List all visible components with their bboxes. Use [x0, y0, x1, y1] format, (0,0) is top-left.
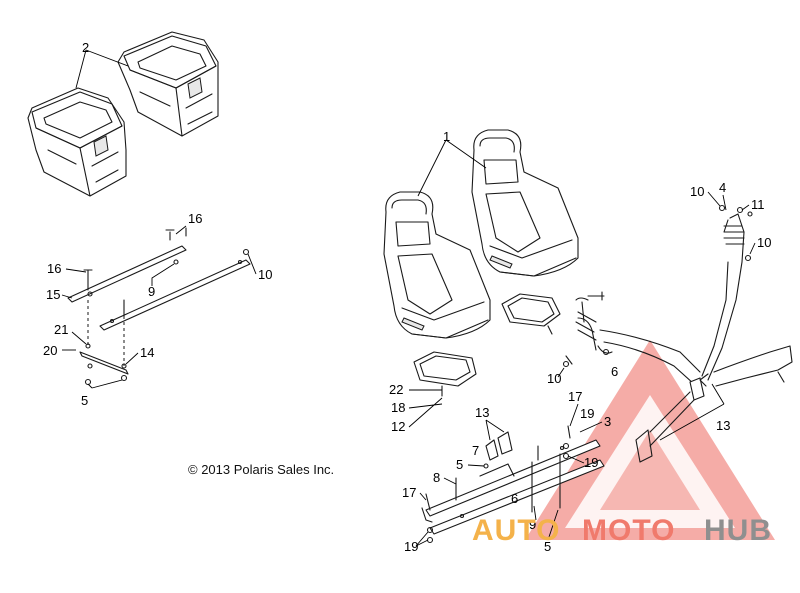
callout-15: 15: [46, 287, 60, 302]
callout-10-mid: 10: [547, 371, 561, 386]
lower-rail-assembly: [415, 425, 605, 547]
callout-1-leaders: [417, 139, 487, 197]
callout-17-lower: 17: [402, 485, 416, 500]
callout-17-upper: 17: [568, 389, 582, 404]
callout-3: 3: [604, 414, 611, 429]
seat-right: [471, 129, 579, 277]
callout-11: 11: [751, 197, 765, 212]
callout-2-leaders: [75, 49, 129, 89]
storage-box-left: [27, 87, 127, 197]
callout-21: 21: [54, 322, 68, 337]
callout-10-right: 10: [757, 235, 771, 250]
callout-6-upper: 6: [611, 364, 618, 379]
callout-19-lower: 19: [404, 539, 418, 554]
callout-16-upper: 16: [188, 211, 202, 226]
watermark-moto: MOTO: [582, 514, 675, 547]
callout-9-left: 9: [148, 284, 155, 299]
callout-5-left: 5: [81, 393, 88, 408]
callout-13-right: 13: [716, 418, 730, 433]
seat-left: [383, 191, 491, 339]
callout-19-mid: 19: [584, 455, 598, 470]
callout-12: 12: [391, 419, 405, 434]
callout-10-top: 10: [690, 184, 704, 199]
callout-5-mid: 5: [456, 457, 463, 472]
left-rail-assembly: [67, 227, 251, 389]
callout-20: 20: [43, 343, 57, 358]
callout-4: 4: [719, 180, 726, 195]
callout-8: 8: [433, 470, 440, 485]
callout-5-lower: 5: [544, 539, 551, 554]
watermark-text: AUTO MOTO HUB: [472, 514, 772, 547]
callout-19-upper: 19: [580, 406, 594, 421]
seat-belt-assembly: [562, 204, 793, 463]
callout-14: 14: [140, 345, 154, 360]
callout-leaders: [61, 191, 756, 541]
callout-13-left: 13: [475, 405, 489, 420]
callout-10-left: 10: [258, 267, 272, 282]
storage-box-right: [117, 31, 219, 137]
seat-plate-upper: [501, 293, 561, 335]
callout-18: 18: [391, 400, 405, 415]
copyright-notice: © 2013 Polaris Sales Inc.: [188, 462, 334, 477]
callout-22: 22: [389, 382, 403, 397]
callout-16-left: 16: [47, 261, 61, 276]
seat-plate-lower: [413, 351, 477, 397]
watermark-auto: AUTO: [472, 514, 560, 547]
watermark-hub: HUB: [704, 514, 772, 547]
callout-2: 2: [82, 40, 89, 55]
callout-labels: 2 1 16 16 10 9 15 21 20 14 5 10 4 11 10 …: [43, 40, 771, 554]
callout-6-lower: 6: [511, 491, 518, 506]
callout-7: 7: [472, 443, 479, 458]
callout-1: 1: [443, 129, 450, 144]
callout-9-lower: 9: [529, 517, 536, 532]
